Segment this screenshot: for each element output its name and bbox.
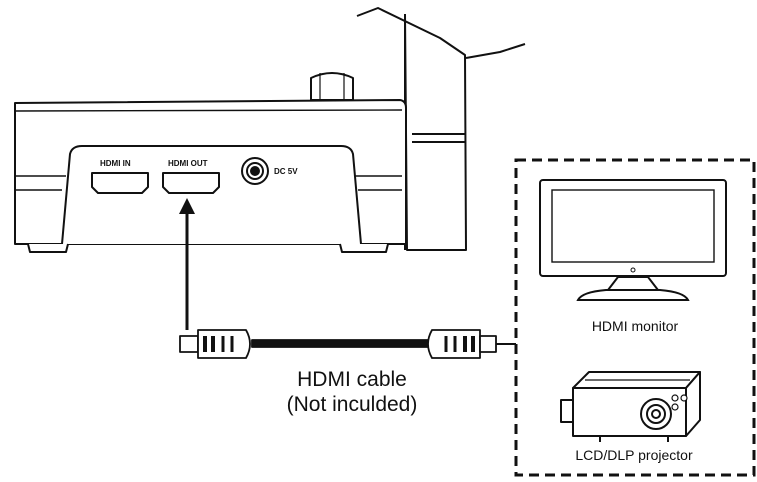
lcd-dlp-projector: [560, 371, 701, 442]
hdmi-cable: [179, 329, 497, 359]
hdmi-in-label: HDMI IN: [100, 159, 131, 168]
monitor-label: HDMI monitor: [592, 318, 679, 334]
connection-arrow: [179, 198, 195, 330]
cable-label-line2: (Not inculded): [287, 393, 418, 416]
cable-cord: [251, 339, 429, 348]
foot-right: [339, 243, 389, 253]
projector-label: LCD/DLP projector: [575, 447, 693, 463]
dc-label: DC 5V: [274, 167, 298, 176]
foot-left: [27, 243, 69, 253]
left-plug-tip: [179, 335, 199, 353]
top-knob: [310, 72, 354, 101]
right-plug-tip: [479, 335, 497, 353]
hdmi-monitor: [539, 179, 727, 301]
hdmi-out-port: [162, 172, 220, 194]
hdmi-in-port: [91, 172, 149, 194]
document-camera: [14, 7, 526, 253]
cable-label-line1: HDMI cable: [297, 368, 407, 391]
port-panel: [61, 145, 362, 245]
output-devices-box: [514, 158, 756, 477]
camera-arm: [356, 7, 467, 251]
hdmi-out-label: HDMI OUT: [168, 159, 208, 168]
